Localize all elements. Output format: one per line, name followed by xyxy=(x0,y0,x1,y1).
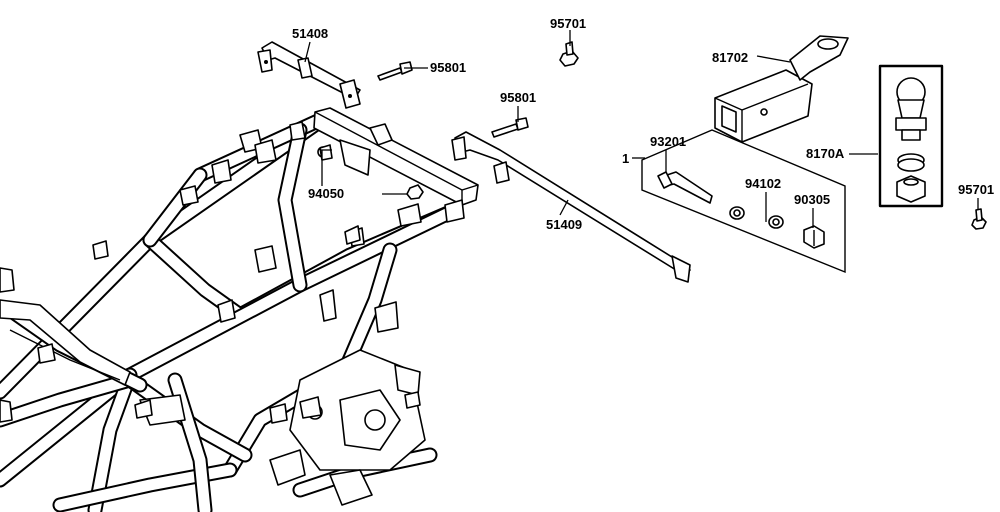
label-94050: 94050 xyxy=(308,186,344,201)
label-95801-mid: 95801 xyxy=(500,90,536,105)
part-93201-bolt xyxy=(657,171,713,204)
leader-lines xyxy=(304,30,979,228)
part-94050-nut xyxy=(406,184,424,200)
part-95801-bolt-mid xyxy=(491,117,529,138)
label-95701-right: 95701 xyxy=(958,182,994,197)
part-95801-bolt-upper xyxy=(377,61,413,81)
part-51409-rod xyxy=(451,131,691,283)
part-95701-nut-upper xyxy=(559,41,579,67)
part-94102-washers xyxy=(729,206,784,229)
label-51408: 51408 xyxy=(292,26,328,41)
label-95801-upper: 95801 xyxy=(430,60,466,75)
part-81702-hitch-receiver xyxy=(714,35,849,143)
part-labels: 51408 95801 95701 81702 95801 93201 1 81… xyxy=(292,16,994,232)
vehicle-frame xyxy=(0,107,479,512)
label-93201: 93201 xyxy=(650,134,686,149)
label-8170A: 8170A xyxy=(806,146,845,161)
label-51409: 51409 xyxy=(546,217,582,232)
part-95701-nut-right xyxy=(971,208,987,230)
label-90305: 90305 xyxy=(794,192,830,207)
part-8170A-hitch-ball-kit xyxy=(878,64,944,208)
label-1: 1 xyxy=(622,151,629,166)
label-94102: 94102 xyxy=(745,176,781,191)
part-1-kit-outline xyxy=(641,129,846,274)
label-81702: 81702 xyxy=(712,50,748,65)
part-51408-bracket xyxy=(257,41,361,109)
part-90305-nut xyxy=(803,225,825,249)
label-95701-upper: 95701 xyxy=(550,16,586,31)
